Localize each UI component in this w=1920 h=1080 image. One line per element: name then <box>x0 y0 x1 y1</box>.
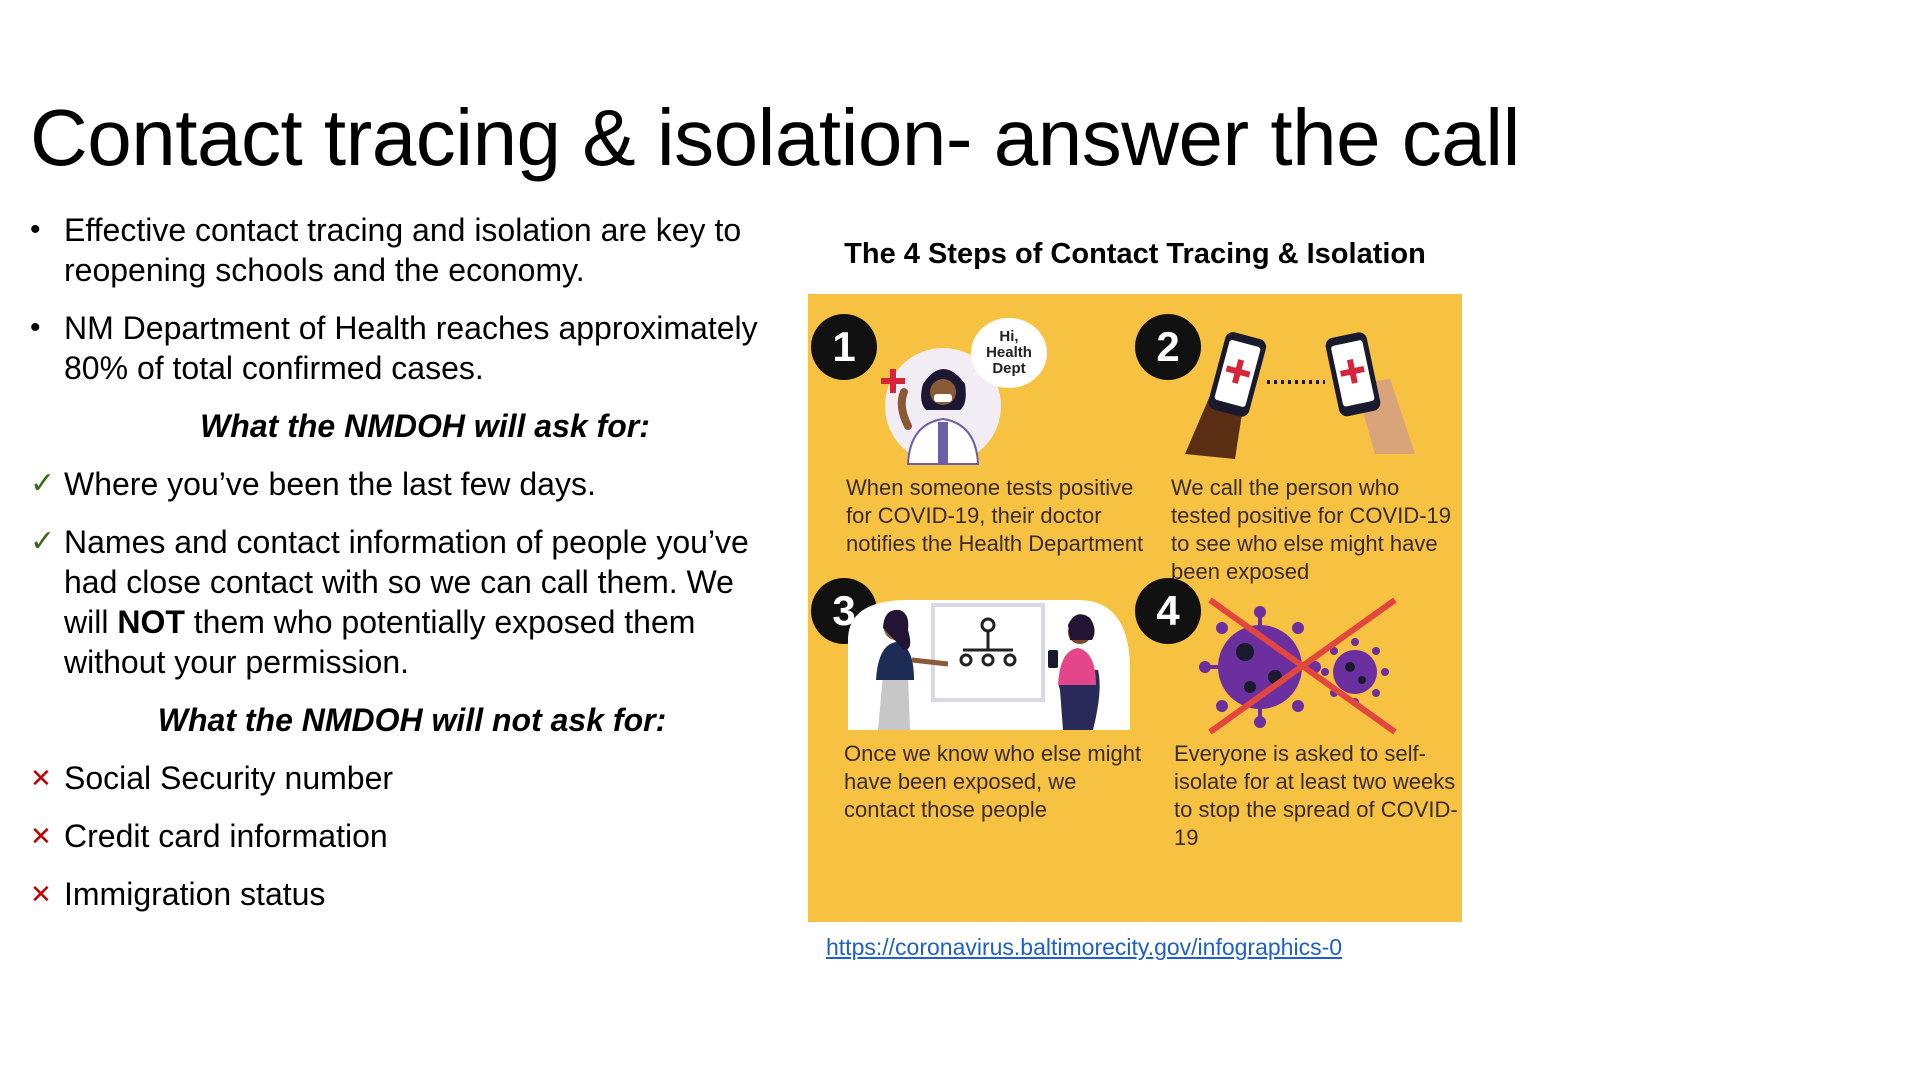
step-1: 1 Hi, Health Dept When someone tests pos… <box>808 294 1143 608</box>
ask-for-heading: What the NMDOH will ask for: <box>200 408 650 444</box>
not-ask-for-text: Credit card information <box>64 818 388 854</box>
step-caption: Everyone is asked to self-isolate for at… <box>1174 741 1458 850</box>
virus-crossed-illustration-icon <box>1199 597 1397 735</box>
not-ask-for-item: ✕ Immigration status <box>30 874 760 914</box>
checkmark-icon: ✓ <box>30 467 56 500</box>
not-ask-for-item: ✕ Credit card information <box>30 816 760 856</box>
slide-title: Contact tracing & isolation- answer the … <box>30 93 1520 182</box>
cross-mark-icon: ✕ <box>30 763 52 793</box>
infographic-panel: 1 Hi, Health Dept When someone tests pos… <box>808 294 1462 922</box>
step-number: 1 <box>811 314 877 380</box>
bullet-text: Effective contact tracing and isolation … <box>64 212 742 288</box>
not-ask-for-heading: What the NMDOH will not ask for: <box>157 702 667 738</box>
phone-call-illustration-icon <box>1185 332 1415 459</box>
checkmark-icon: ✓ <box>30 525 56 558</box>
left-column: • Effective contact tracing and isolatio… <box>30 210 760 932</box>
step-caption: When someone tests positive for COVID-19… <box>846 475 1144 556</box>
step-number: 4 <box>1135 578 1201 644</box>
speech-bubble: Hi, Health Dept <box>971 318 1047 388</box>
emphasis-not: NOT <box>117 604 185 640</box>
not-ask-for-item: ✕ Social Security number <box>30 758 760 798</box>
team-contact-illustration-icon <box>848 600 1130 730</box>
step-number: 2 <box>1135 314 1201 380</box>
bullet-item: • Effective contact tracing and isolatio… <box>30 210 760 290</box>
ask-for-text: Names and contact information of people … <box>64 524 749 680</box>
not-ask-for-text: Immigration status <box>64 876 326 912</box>
doctor-illustration-icon <box>881 348 1001 465</box>
source-link[interactable]: https://coronavirus.baltimorecity.gov/in… <box>826 934 1343 960</box>
bullet-dot-icon: • <box>30 311 41 344</box>
not-ask-for-text: Social Security number <box>64 760 394 796</box>
bullet-dot-icon: • <box>30 213 41 246</box>
ask-for-item: ✓ Where you’ve been the last few days. <box>30 464 760 504</box>
step-3: 3 Once we know who else might have been … <box>808 578 1141 922</box>
bullet-item: • NM Department of Health reaches approx… <box>30 308 760 388</box>
step-4: 4 Everyone is aske <box>1135 578 1462 922</box>
bubble-text: Hi, Health Dept <box>986 328 1032 377</box>
cross-mark-icon: ✕ <box>30 821 52 851</box>
ask-for-text: Where you’ve been the last few days. <box>64 466 596 502</box>
infographic-title: The 4 Steps of Contact Tracing & Isolati… <box>844 238 1426 270</box>
step-caption: We call the person who tested positive f… <box>1171 475 1452 584</box>
step-caption: Once we know who else might have been ex… <box>844 741 1142 822</box>
ask-for-item: ✓ Names and contact information of peopl… <box>30 522 760 682</box>
bullet-text: NM Department of Health reaches approxim… <box>64 310 758 386</box>
step-2: 2 We call the person who tested positive… <box>1135 294 1462 608</box>
cross-mark-icon: ✕ <box>30 879 52 909</box>
